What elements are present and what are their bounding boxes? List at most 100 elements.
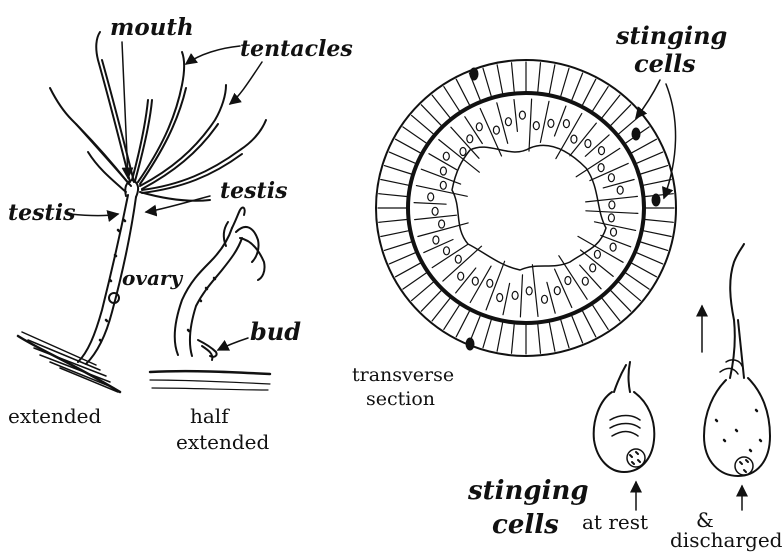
label-section: section: [366, 390, 435, 409]
ectoderm-cell-wall: [626, 273, 649, 289]
cell-nucleus: [432, 207, 438, 215]
ectoderm-cell-wall: [384, 166, 411, 174]
ectoderm-cell-wall: [403, 273, 426, 289]
ectoderm-cell-wall: [444, 305, 460, 329]
cell-nucleus: [582, 277, 588, 285]
cell-nucleus: [443, 152, 449, 160]
cell-nucleus: [493, 126, 499, 134]
cell-nucleus: [548, 119, 554, 127]
ectoderm-cell-wall: [583, 311, 596, 337]
ectoderm-cell-wall: [637, 152, 663, 163]
cell-nucleus: [554, 287, 560, 295]
ectoderm-cell-wall: [396, 139, 421, 153]
ectoderm-cell-wall: [602, 95, 620, 118]
ectoderm-cell-wall: [381, 231, 409, 237]
cell-nucleus: [542, 295, 548, 303]
ectoderm-cell-wall: [381, 180, 409, 186]
endoderm-cell-wall: [520, 275, 522, 317]
ectoderm-cell-wall: [538, 324, 541, 353]
cell-nucleus: [455, 255, 461, 263]
ectoderm-cell-wall: [456, 311, 469, 337]
label-testis-left: testis: [8, 202, 75, 224]
endoderm-cell-wall: [514, 100, 517, 132]
ectoderm-cell-wall: [456, 79, 469, 105]
cell-nucleus: [608, 174, 614, 182]
ectoderm-cell-wall: [632, 139, 657, 153]
cell-nucleus: [467, 135, 473, 143]
ectoderm-cell-wall: [421, 105, 441, 126]
cell-nucleus: [444, 247, 450, 255]
ectoderm-cell-wall: [512, 324, 515, 353]
endoderm-cell-wall: [529, 99, 532, 151]
ectoderm-cell-wall: [483, 320, 491, 348]
ectoderm-cell-wall: [561, 320, 569, 348]
cell-nucleus: [526, 287, 532, 295]
transverse-section: [376, 60, 676, 356]
ectoderm-cell-wall: [561, 68, 569, 96]
ectoderm-cell-wall: [641, 166, 668, 174]
label-ovary: ovary: [122, 268, 182, 288]
stinging-cell-discharged: [702, 244, 770, 510]
endoderm-cell-wall: [532, 265, 538, 317]
endoderm-cell-wall: [414, 203, 446, 205]
cell-nucleus: [533, 122, 539, 130]
cell-nucleus: [458, 272, 464, 280]
cell-nucleus: [460, 148, 466, 156]
ectoderm-cell-wall: [379, 194, 407, 197]
label-bud: bud: [250, 320, 301, 344]
label-extended: extended: [8, 406, 101, 426]
endoderm-cell-wall: [486, 261, 505, 310]
cell-nucleus: [565, 277, 571, 285]
ectoderm-cell-wall: [611, 291, 631, 312]
cell-nucleus: [590, 264, 596, 272]
endoderm-cell-wall: [503, 283, 510, 314]
cell-nucleus: [599, 147, 605, 155]
label-testis-right: testis: [220, 180, 287, 202]
cell-nucleus: [598, 164, 604, 172]
ectoderm-cell-wall: [512, 63, 515, 92]
ectoderm-cell-wall: [611, 105, 631, 126]
label-cells-bottom: cells: [492, 512, 559, 538]
cell-nucleus: [440, 181, 446, 189]
ectoderm-cell-wall: [632, 263, 657, 277]
ectoderm-cell-wall: [421, 291, 441, 312]
endoderm-cell-wall: [416, 186, 467, 197]
cell-nucleus: [439, 220, 445, 228]
ectoderm-cell-wall: [497, 65, 503, 93]
ectoderm-cell-wall: [497, 323, 503, 351]
label-cells-top: cells: [634, 52, 696, 76]
cell-nucleus: [608, 214, 614, 222]
cell-nucleus: [571, 135, 577, 143]
ectoderm-cell-wall: [549, 323, 555, 351]
cell-nucleus: [476, 123, 482, 131]
ectoderm-cell-wall: [384, 242, 411, 250]
cell-nucleus: [519, 111, 525, 119]
endoderm-cell-wall: [585, 135, 609, 156]
ectoderm-cell-wall: [379, 220, 407, 223]
label-half-extended: extended: [176, 432, 269, 452]
ectoderm-cell-wall: [593, 87, 609, 111]
ectoderm-cell-wall: [572, 73, 583, 100]
cell-nucleus: [472, 277, 478, 285]
ectoderm-cell-wall: [583, 79, 596, 105]
label-discharged: discharged: [670, 530, 782, 550]
ectoderm-cell-wall: [641, 242, 668, 250]
ectoderm-cell-wall: [602, 298, 620, 321]
endoderm-cell-wall: [590, 163, 628, 180]
ectoderm-cell-wall: [538, 63, 541, 92]
cell-nucleus: [497, 294, 503, 302]
endoderm-cell-wall: [576, 148, 620, 176]
cell-nucleus: [585, 140, 591, 148]
label-at-rest: at rest: [582, 512, 648, 532]
endoderm-cell-wall: [586, 211, 638, 214]
label-half: half: [190, 406, 229, 426]
cell-nucleus: [617, 186, 623, 194]
cell-nucleus: [440, 167, 446, 175]
ectoderm-cell-wall: [389, 152, 415, 163]
cell-nucleus: [594, 250, 600, 258]
ectoderm-cell-wall: [412, 282, 434, 300]
ectoderm-cell-wall: [644, 180, 672, 186]
cell-nucleus: [609, 201, 615, 209]
ectoderm-cell-wall: [483, 68, 491, 96]
